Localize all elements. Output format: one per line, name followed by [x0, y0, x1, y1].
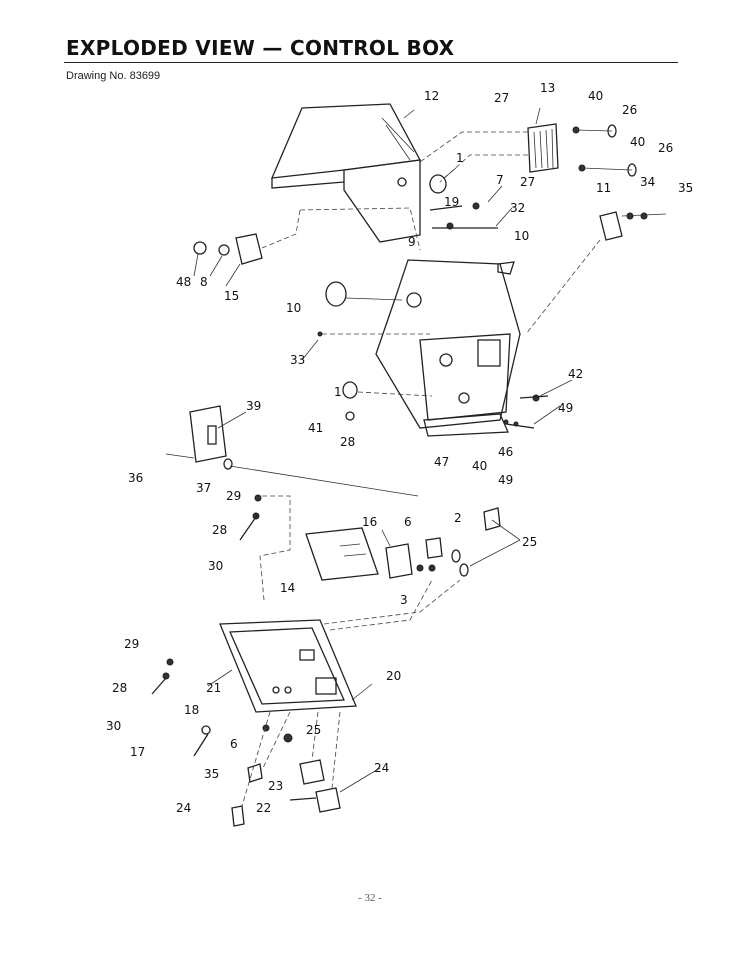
panel-switches: [151, 658, 341, 827]
callout-label: 49: [498, 473, 513, 487]
callout-label: 29: [226, 489, 241, 503]
module-part: [239, 494, 501, 601]
callout-label: 6: [230, 737, 238, 751]
callout-label: 13: [540, 81, 555, 95]
callout-label: 24: [176, 801, 191, 815]
callout-label: 6: [404, 515, 412, 529]
leader-lines: [193, 107, 573, 793]
callout-label: 26: [622, 103, 637, 117]
callout-label: 1: [456, 151, 464, 165]
rectifier-part: [525, 211, 667, 335]
callout-label: 37: [196, 481, 211, 495]
callout-label: 49: [558, 401, 573, 415]
callout-label: 18: [184, 703, 199, 717]
callout-label: 46: [498, 445, 513, 459]
page-title: EXPLODED VIEW — CONTROL BOX: [66, 36, 455, 60]
callout-label: 21: [206, 681, 221, 695]
callout-label: 27: [494, 91, 509, 105]
callout-label: 25: [522, 535, 537, 549]
callout-label: 11: [596, 181, 611, 195]
callout-label: 42: [568, 367, 583, 381]
callout-label: 20: [386, 669, 401, 683]
callout-label: 34: [640, 175, 655, 189]
callout-label: 48: [176, 275, 191, 289]
callout-label: 10: [286, 301, 301, 315]
drawing-number: Drawing No. 83699: [66, 70, 161, 82]
callout-label: 15: [224, 289, 239, 303]
callout-label: 40: [588, 89, 603, 103]
callout-label: 33: [290, 353, 305, 367]
callout-label: 40: [472, 459, 487, 473]
side-components: [317, 281, 549, 429]
callout-labels: 12 27 13 40 26 40 26 1 7 27 11 34 35 19 …: [106, 81, 693, 815]
heat-sink-part: [419, 123, 637, 183]
callout-label: 22: [256, 801, 271, 815]
callout-label: 23: [268, 779, 283, 793]
callout-label: 2: [454, 511, 462, 525]
top-cover-part: [270, 103, 422, 243]
callout-label: 9: [408, 235, 416, 249]
callout-label: 30: [106, 719, 121, 733]
callout-label: 28: [112, 681, 127, 695]
callout-label: 41: [308, 421, 323, 435]
callout-label: 8: [200, 275, 208, 289]
callout-label: 3: [400, 593, 408, 607]
callout-label: 47: [434, 455, 449, 469]
front-panel-part: [219, 579, 461, 713]
callout-label: 10: [514, 229, 529, 243]
callout-label: 7: [496, 173, 504, 187]
callout-label: 1: [334, 385, 342, 399]
callout-label: 14: [280, 581, 295, 595]
circuit-board-part: [165, 405, 419, 497]
callout-label: 40: [630, 135, 645, 149]
page-number: - 32 -: [358, 892, 382, 904]
callout-label: 28: [212, 523, 227, 537]
callout-label: 35: [204, 767, 219, 781]
callout-label: 26: [658, 141, 673, 155]
callout-label: 30: [208, 559, 223, 573]
callout-label: 12: [424, 89, 439, 103]
capacitor-part: [193, 209, 301, 265]
callout-label: 39: [246, 399, 261, 413]
fasteners-top: [299, 174, 498, 251]
callout-label: 24: [374, 761, 389, 775]
callout-label: 32: [510, 201, 525, 215]
callout-label: 19: [444, 195, 459, 209]
callout-label: 29: [124, 637, 139, 651]
callout-label: 35: [678, 181, 693, 195]
control-box-housing-part: [375, 259, 521, 437]
title-rule: [64, 62, 678, 63]
callout-label: 16: [362, 515, 377, 529]
callout-label: 17: [130, 745, 145, 759]
callout-label: 25: [306, 723, 321, 737]
callout-label: 28: [340, 435, 355, 449]
callout-label: 27: [520, 175, 535, 189]
callout-label: 36: [128, 471, 143, 485]
